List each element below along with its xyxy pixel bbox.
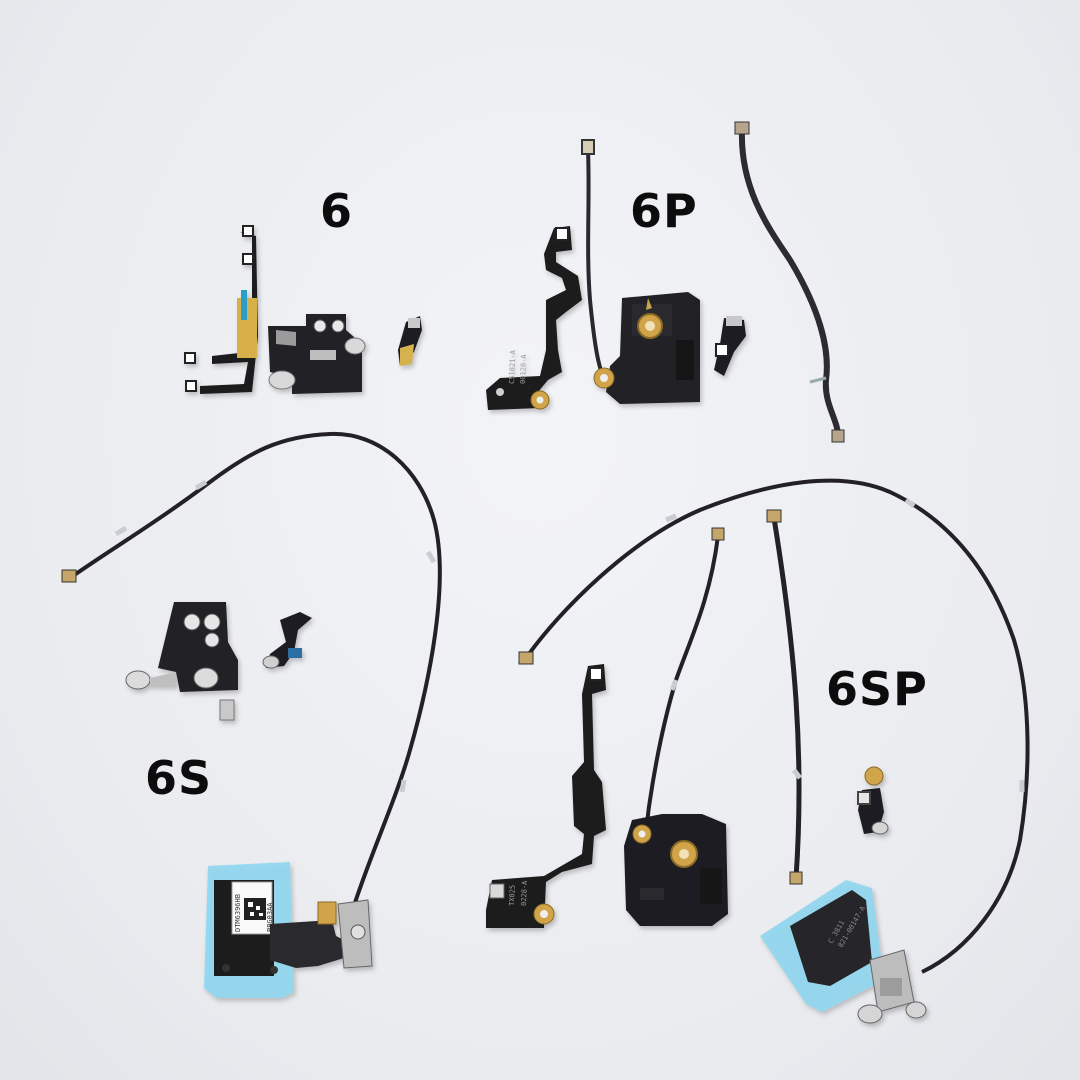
model-6sp-mid-coax: [645, 535, 720, 853]
label-model-6p: 6P: [630, 184, 698, 238]
model-6sp-flex-print: TX025: [508, 885, 517, 906]
model-6sp-small-clip: [857, 766, 889, 835]
model-6p-flex-print: C51821-A: [508, 349, 517, 384]
label-model-6: 6: [320, 184, 354, 238]
model-6sp-flex-antenna: TX025 0228-A: [486, 664, 606, 928]
model-6-flex-antenna: [184, 225, 258, 394]
label-model-6s: 6S: [145, 751, 213, 805]
model-6p-small-clip: [714, 316, 746, 376]
model-6p-antenna-bracket: [593, 292, 700, 404]
model-6p-flex-antenna: C51821-A 00128-A: [486, 226, 582, 410]
model-6s-antenna-bracket: [125, 602, 238, 721]
model-6p-coax-long: [738, 129, 841, 437]
sticker-code-a: DTM6396HB: [234, 894, 242, 932]
model-6sp-antenna-bracket: [624, 814, 728, 926]
model-6-small-clip: [398, 316, 422, 366]
model-6sp-long-coax: [524, 478, 1030, 974]
group-6p-parts: C51821-A 00128-A: [486, 121, 845, 443]
group-6s-parts: DTM6396HB PBG03AA: [61, 431, 442, 998]
label-model-6sp: 6SP: [826, 662, 928, 716]
model-6s-long-coax: [68, 431, 442, 913]
sticker-code-b: PBG03AA: [266, 902, 274, 932]
model-6s-small-clip: [262, 612, 312, 669]
model-6sp-right-coax: [771, 517, 802, 879]
model-6p-coax-short: [586, 149, 608, 384]
group-6-parts: [184, 225, 422, 394]
model-6sp-flex-print-b: 0228-A: [520, 880, 529, 906]
model-6s-qr-code: [244, 898, 266, 920]
group-6sp-parts: TX025 0228-A: [486, 478, 1030, 1024]
model-6sp-main-module: 821-00147-A C 3811: [760, 880, 927, 1024]
model-6s-main-module: DTM6396HB PBG03AA: [204, 862, 373, 998]
model-6p-flex-print-b: 00128-A: [519, 354, 528, 385]
model-6-antenna-bracket: [268, 314, 366, 394]
